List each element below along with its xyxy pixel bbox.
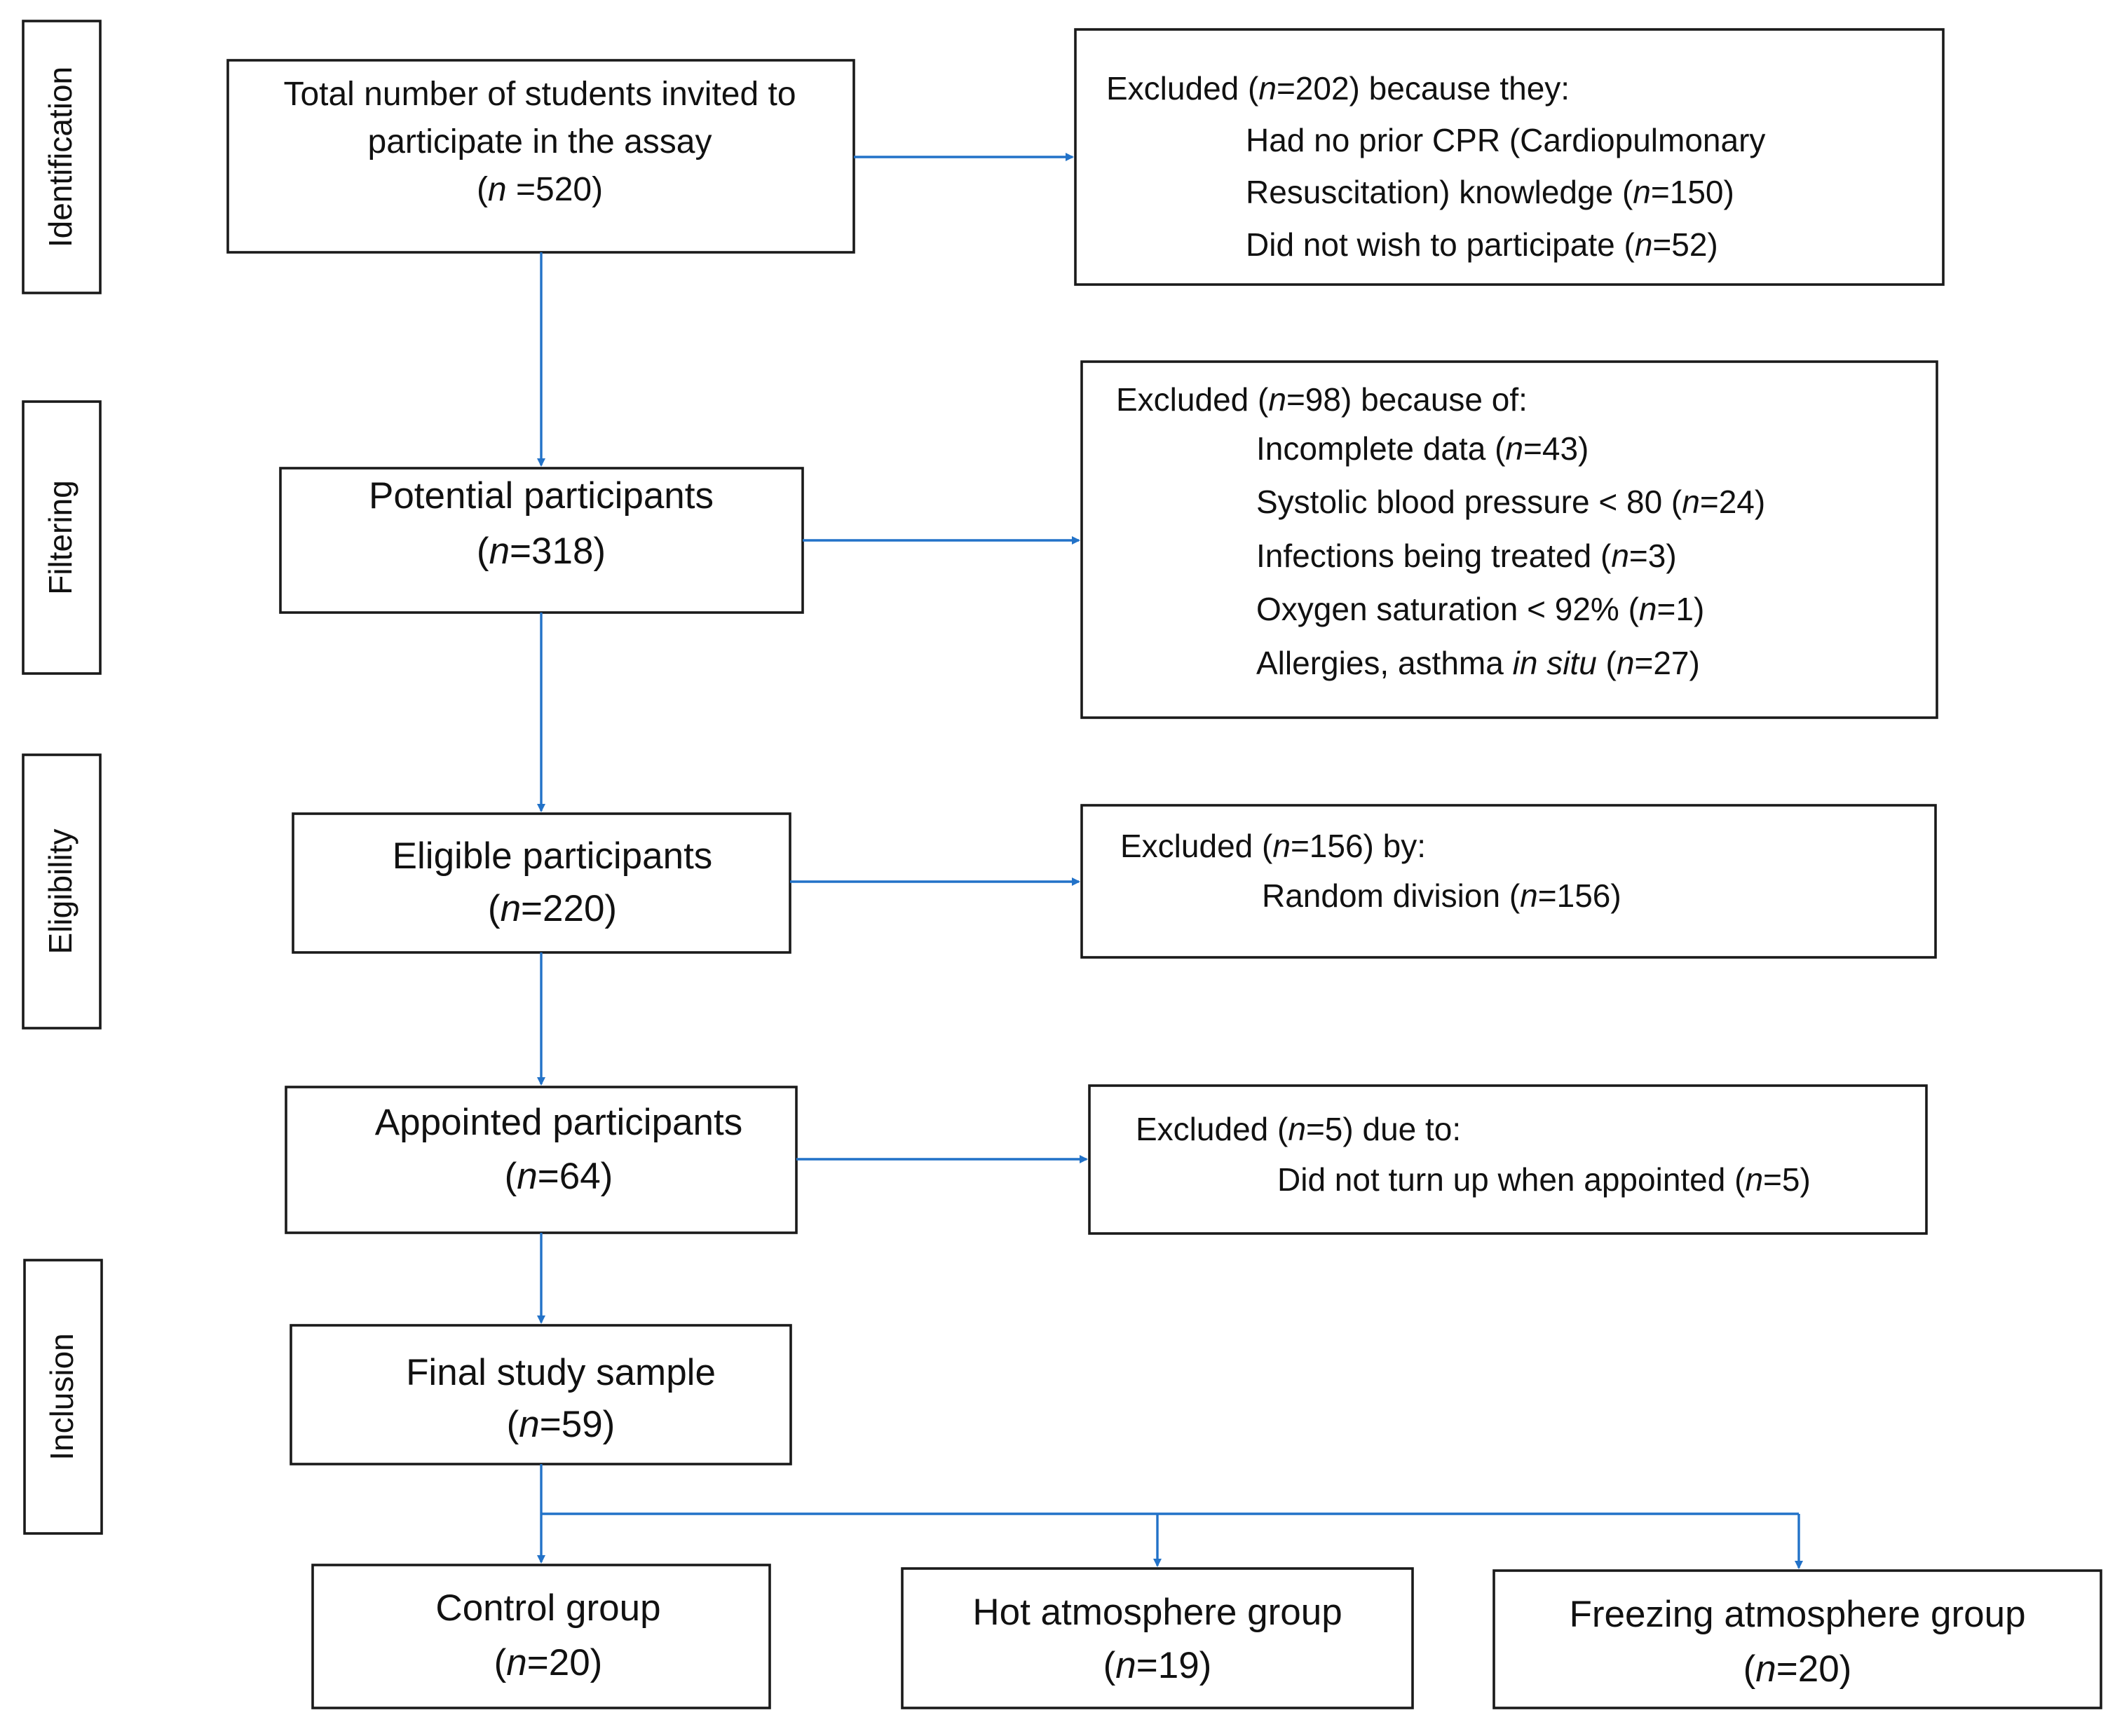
stage-filtering: Filtering [22, 400, 102, 675]
final-sample-label: Final study sample [406, 1352, 716, 1393]
excluded-4-item: Did not turn up when appointed (n=5) [1277, 1161, 1811, 1198]
excluded-2-heading: Excluded (n=98) because of: [1116, 381, 1528, 418]
stage-eligibility: Eligibility [22, 753, 102, 1030]
excluded-2-item: Incomplete data (n=43) [1256, 430, 1589, 467]
freezing-group-box: Freezing atmosphere group (n=20) [1492, 1569, 2102, 1709]
excluded-1-item1-line2: Resuscitation) knowledge (n=150) [1246, 174, 1734, 210]
hot-group-count: (n=19) [1103, 1645, 1212, 1686]
stage-inclusion: Inclusion [23, 1259, 103, 1535]
stage-eligibility-label: Eligibility [42, 829, 79, 955]
invited-line1: Total number of students invited to [283, 76, 796, 113]
eligible-count: (n=220) [488, 888, 617, 929]
excluded-1-item1-line1: Had no prior CPR (Cardiopulmonary [1246, 122, 1765, 158]
invited-line2: participate in the assay [368, 123, 712, 160]
excluded-box-3: Excluded (n=156) by: Random division (n=… [1080, 804, 1937, 959]
excluded-3-item: Random division (n=156) [1262, 877, 1621, 914]
invited-count: (n =520) [477, 171, 603, 208]
excluded-2-item: Allergies, asthma in situ (n=27) [1256, 645, 1700, 681]
eligible-label: Eligible participants [393, 835, 713, 877]
hot-group-label: Hot atmosphere group [972, 1592, 1342, 1633]
appointed-box: Appointed participants (n=64) [285, 1086, 798, 1234]
hot-group-box: Hot atmosphere group (n=19) [901, 1567, 1414, 1709]
stage-identification-label: Identification [42, 67, 79, 247]
invited-box: Total number of students invited to part… [226, 59, 855, 254]
excluded-1-heading: Excluded (n=202) because they: [1106, 70, 1570, 107]
final-sample-count: (n=59) [507, 1404, 616, 1445]
excluded-box-1: Excluded (n=202) because they: Had no pr… [1074, 28, 1945, 286]
excluded-2-item: Systolic blood pressure < 80 (n=24) [1256, 484, 1765, 520]
excluded-box-4: Excluded (n=5) due to: Did not turn up w… [1088, 1084, 1928, 1235]
stage-filtering-label: Filtering [42, 480, 79, 595]
control-group-label: Control group [435, 1587, 660, 1629]
freezing-group-count: (n=20) [1743, 1648, 1852, 1690]
group-split-connector [537, 1464, 1803, 1569]
potential-label: Potential participants [369, 475, 714, 517]
stage-identification: Identification [22, 20, 102, 294]
excluded-box-2: Excluded (n=98) because of: Incomplete d… [1080, 360, 1938, 719]
appointed-label: Appointed participants [375, 1102, 742, 1143]
final-sample-box: Final study sample (n=59) [290, 1324, 792, 1465]
excluded-2-item: Oxygen saturation < 92% (n=1) [1256, 591, 1704, 627]
excluded-2-item: Infections being treated (n=3) [1256, 538, 1677, 574]
excluded-4-heading: Excluded (n=5) due to: [1136, 1111, 1461, 1147]
potential-count: (n=318) [477, 531, 606, 572]
appointed-count: (n=64) [505, 1156, 613, 1197]
control-group-count: (n=20) [494, 1642, 603, 1683]
eligible-box: Eligible participants (n=220) [292, 812, 791, 954]
potential-box: Potential participants (n=318) [279, 467, 804, 614]
freezing-group-label: Freezing atmosphere group [1569, 1594, 2025, 1635]
excluded-3-heading: Excluded (n=156) by: [1120, 828, 1426, 864]
stage-inclusion-label: Inclusion [43, 1333, 80, 1461]
control-group-box: Control group (n=20) [311, 1564, 771, 1709]
excluded-1-item2: Did not wish to participate (n=52) [1246, 226, 1718, 263]
